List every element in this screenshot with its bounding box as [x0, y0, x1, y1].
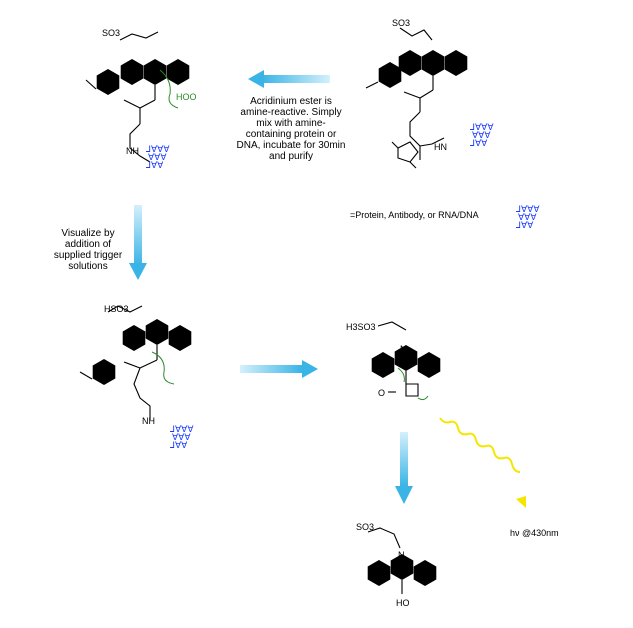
molecule-nhs-ester: [365, 27, 468, 169]
arrow-down-right: [395, 432, 413, 504]
label-hso3: HSO3: [104, 304, 129, 314]
molecule-acridone-product: [367, 527, 437, 594]
protein-tag-top-right: [470, 122, 495, 148]
label-n-mid: N: [400, 344, 407, 354]
protein-tag-top-left: [146, 144, 171, 170]
light-label: hν @430nm: [510, 528, 559, 538]
protein-tag-legend: [516, 204, 541, 230]
label-so3-bottom: SO3: [356, 522, 374, 532]
molecule-intermediate: [79, 305, 192, 420]
label-hoo: HOO: [176, 92, 197, 102]
label-n-bottom: N: [398, 550, 405, 560]
label-oh: HO: [396, 598, 410, 608]
label-so3-top: SO3: [392, 18, 410, 28]
label-nh-top: NH: [126, 146, 139, 156]
label-nh-middle: NH: [142, 416, 155, 426]
arrow-down-left: [129, 205, 147, 280]
arrow-right: [240, 360, 318, 378]
protein-definition: =Protein, Antibody, or RNA/DNA: [350, 210, 479, 220]
label-o-mid: O: [378, 388, 385, 398]
molecule-conjugate-top: [85, 31, 190, 163]
note-amine-reactive: Acridinium ester is amine-reactive. Simp…: [236, 96, 346, 162]
molecule-dioxetanone: [371, 321, 441, 401]
protein-tag-middle: [170, 424, 195, 450]
arrow-left: [248, 70, 330, 88]
label-hn-right: HN: [434, 142, 447, 152]
label-so3-left: SO3: [102, 28, 120, 38]
label-h3so3: H3SO3: [346, 322, 376, 332]
note-visualize: Visualize by addition of supplied trigge…: [53, 228, 123, 272]
light-emission-wave: [439, 417, 526, 508]
